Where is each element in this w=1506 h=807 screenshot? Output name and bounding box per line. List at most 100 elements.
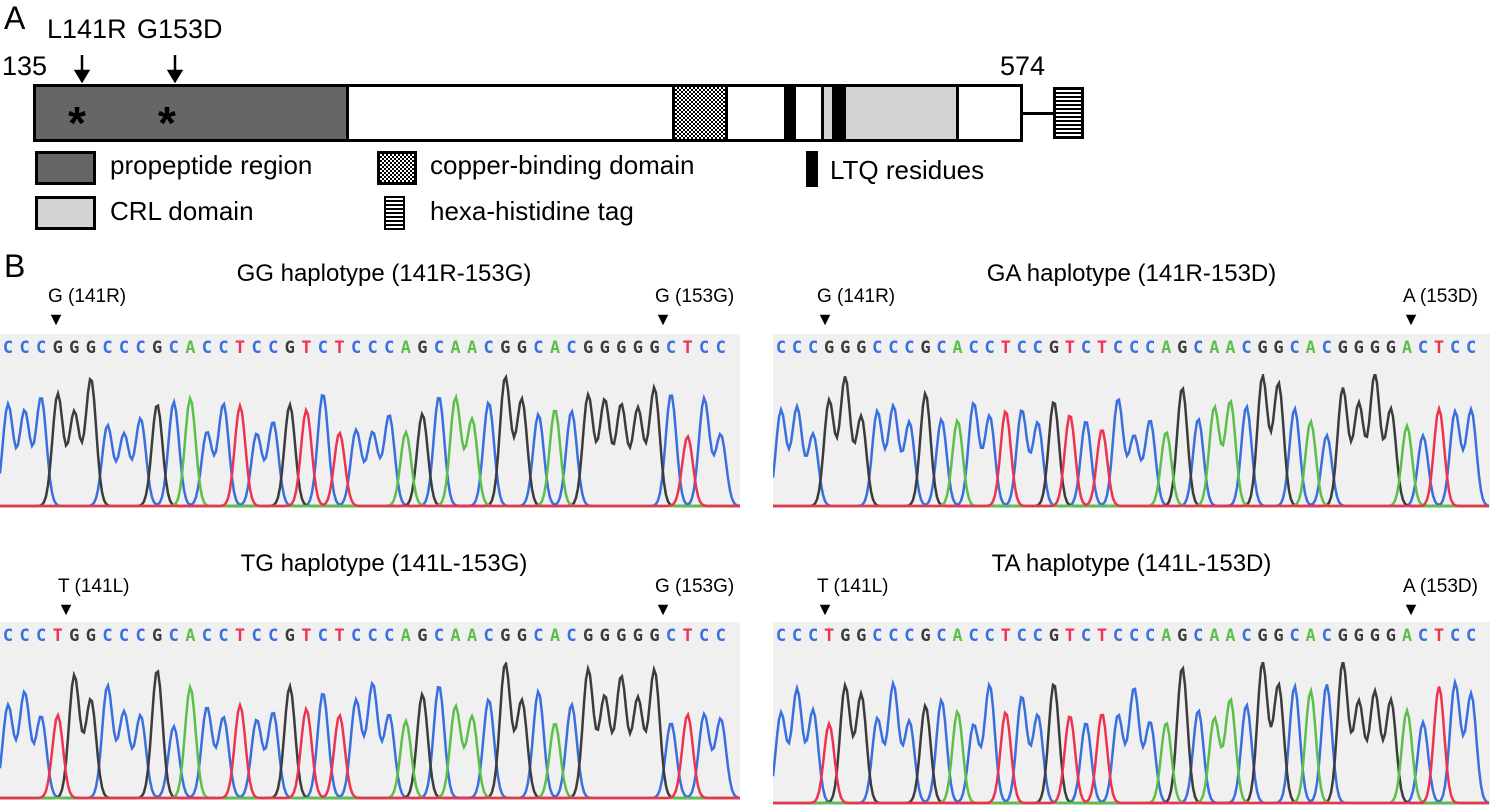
base-C: C — [1241, 626, 1252, 646]
base-C: C — [384, 626, 395, 646]
base-G: G — [920, 338, 931, 358]
base-G: G — [284, 338, 295, 358]
base-C: C — [1016, 338, 1027, 358]
base-C: C — [888, 338, 899, 358]
base-G: G — [1273, 338, 1284, 358]
base-G: G — [1353, 626, 1364, 646]
base-G: G — [1257, 338, 1268, 358]
base-T: T — [234, 626, 246, 646]
base-A: A — [952, 626, 963, 646]
base-C: C — [715, 626, 726, 646]
base-C: C — [984, 338, 995, 358]
base-T: T — [234, 338, 246, 358]
ltq-residue — [832, 84, 849, 142]
base-C: C — [936, 338, 947, 358]
base-T: T — [1096, 626, 1108, 646]
base-G: G — [85, 338, 96, 358]
trace-C — [773, 397, 1490, 508]
base-A: A — [1401, 626, 1413, 646]
base-T: T — [52, 626, 63, 646]
right-marker-label: G (153G) — [655, 286, 735, 307]
base-C: C — [350, 626, 362, 646]
base-C: C — [1241, 338, 1252, 358]
triangle-down-icon: ▼ — [57, 599, 75, 619]
base-G: G — [1048, 626, 1059, 646]
base-T: T — [1000, 338, 1011, 358]
mutation-label-l141r: L141R — [47, 14, 127, 44]
base-G: G — [69, 626, 80, 646]
base-G: G — [616, 338, 627, 358]
triangle-down-icon: ▼ — [654, 309, 672, 329]
base-T: T — [1096, 338, 1108, 358]
propeptide-region — [33, 84, 349, 142]
base-G: G — [284, 626, 295, 646]
base-A: A — [400, 338, 411, 358]
base-G: G — [152, 626, 163, 646]
trace-C — [773, 677, 1490, 805]
ltq-residue — [821, 84, 824, 142]
left-marker-label: T (141L) — [58, 576, 130, 597]
base-A: A — [466, 338, 478, 358]
base-T: T — [682, 626, 693, 646]
base-A: A — [952, 338, 963, 358]
base-C: C — [872, 626, 883, 646]
base-C: C — [218, 338, 229, 358]
base-C: C — [1032, 338, 1043, 358]
base-T: T — [682, 338, 693, 358]
base-C: C — [2, 626, 14, 646]
base-G: G — [1337, 626, 1348, 646]
panel-a-label: A — [4, 0, 26, 36]
base-T: T — [1433, 626, 1445, 646]
base-G: G — [1177, 626, 1188, 646]
trace-A — [0, 393, 740, 508]
base-G: G — [1257, 626, 1268, 646]
base-C: C — [1080, 626, 1092, 646]
base-C: C — [566, 338, 577, 358]
base-G: G — [616, 626, 627, 646]
trace-T — [773, 404, 1489, 508]
right-marker-label: A (153D) — [1403, 286, 1478, 307]
base-G: G — [1385, 338, 1397, 358]
base-C: C — [1193, 338, 1204, 358]
base-C: C — [1289, 338, 1300, 358]
legend-propeptide-label: propeptide region — [110, 150, 313, 180]
base-C: C — [317, 626, 329, 646]
base-C: C — [384, 338, 395, 358]
base-C: C — [367, 338, 378, 358]
base-C: C — [904, 338, 915, 358]
legend-ltq-swatch — [806, 151, 818, 187]
base-T: T — [1433, 338, 1445, 358]
base-C: C — [1321, 626, 1332, 646]
base-T: T — [301, 626, 312, 646]
start-residue: 135 — [2, 51, 48, 81]
base-G: G — [1048, 338, 1059, 358]
base-C: C — [1112, 626, 1124, 646]
base-G: G — [632, 338, 643, 358]
base-C: C — [984, 626, 995, 646]
base-C: C — [968, 626, 979, 646]
base-C: C — [1417, 626, 1429, 646]
base-G: G — [840, 338, 851, 358]
base-G: G — [1385, 626, 1397, 646]
base-A: A — [185, 338, 196, 358]
base-C: C — [36, 626, 47, 646]
base-C: C — [1417, 338, 1429, 358]
base-C: C — [201, 338, 213, 358]
base-T: T — [334, 626, 345, 646]
asterisk-141: * — [68, 97, 86, 149]
base-C: C — [350, 338, 362, 358]
base-G: G — [516, 338, 527, 358]
base-C: C — [1466, 338, 1477, 358]
base-C: C — [533, 338, 544, 358]
base-C: C — [775, 338, 787, 358]
base-C: C — [936, 626, 947, 646]
crl-fragment — [824, 87, 832, 139]
base-A: A — [1161, 338, 1172, 358]
base-G: G — [649, 338, 660, 358]
base-C: C — [1449, 626, 1461, 646]
base-C: C — [566, 626, 577, 646]
base-T: T — [1000, 626, 1011, 646]
base-G: G — [920, 626, 931, 646]
base-A: A — [1225, 338, 1236, 358]
trace-C — [0, 393, 740, 508]
